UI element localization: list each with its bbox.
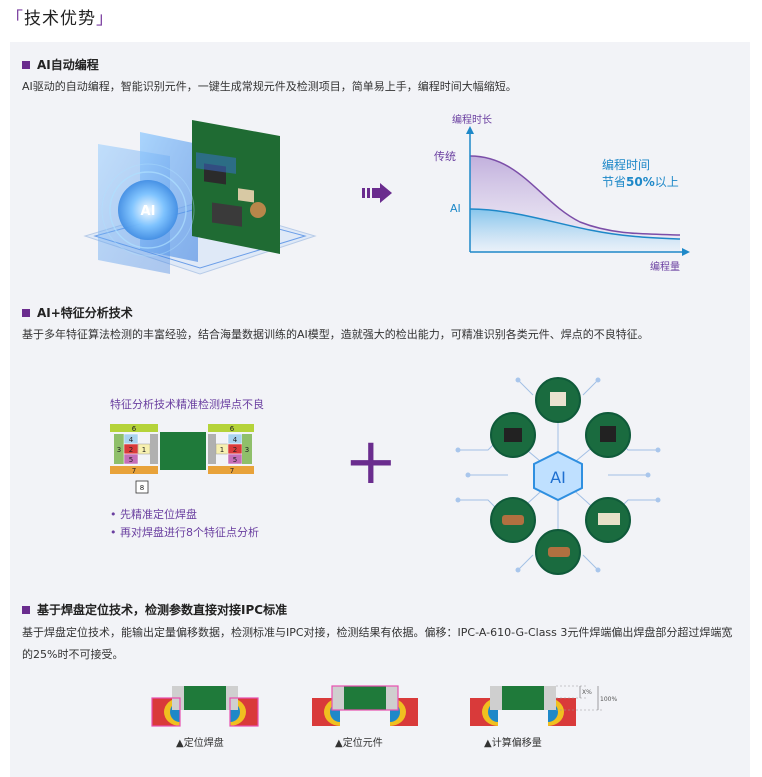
hub-hexagon bbox=[533, 450, 583, 502]
feature-num: 7 bbox=[230, 467, 234, 475]
caption-locate-pad: ▲定位焊盘 bbox=[176, 738, 224, 749]
chart-note-line1: 编程时间 bbox=[602, 157, 650, 172]
ipc-diagram-locate-pad bbox=[151, 686, 259, 727]
feature-bullet-1: • 先精准定位焊盘 bbox=[110, 508, 197, 521]
component-body bbox=[160, 432, 206, 470]
ai-illustration-label: AI bbox=[141, 204, 156, 219]
section-desc-ipc: 基于焊盘定位技术，能输出定量偏移数据，检测标准与IPC对接，检测结果有依据。偏移… bbox=[22, 626, 733, 661]
feature-num: 6 bbox=[230, 425, 235, 433]
feature-num: 3 bbox=[245, 446, 249, 454]
x-axis-label: 编程量 bbox=[650, 260, 680, 273]
section-desc-feature-analysis: 基于多年特征算法检测的丰富经验，结合海量数据训练的AI模型，造就强大的检出能力，… bbox=[22, 328, 649, 341]
pcb-board bbox=[192, 120, 280, 254]
solder-feature-diagram: 6 4 3 2 1 5 7 8 6 4 1 2 3 5 7 bbox=[110, 424, 254, 494]
feature-num: 4 bbox=[129, 436, 134, 444]
bullet-square-icon bbox=[22, 60, 30, 69]
feature-num: 1 bbox=[142, 446, 146, 454]
series-ai-area bbox=[470, 209, 680, 252]
feature-num: 2 bbox=[233, 446, 237, 454]
feature-num: 8 bbox=[140, 484, 144, 492]
section-heading-ai-programming: AI自动编程 bbox=[22, 56, 99, 73]
feature-num: 5 bbox=[129, 456, 133, 464]
ai-programming-illustration: AI bbox=[83, 120, 317, 275]
plus-icon: + bbox=[344, 425, 398, 499]
ipc-diagram-locate-component bbox=[312, 685, 418, 726]
y-axis-label: 编程时长 bbox=[452, 113, 492, 126]
legend-traditional: 传统 bbox=[434, 150, 456, 163]
programming-time-chart: 编程时长 编程量 传统 AI 编程时间 节省50%以上 bbox=[434, 113, 690, 273]
section-heading-feature-analysis: AI+特征分析技术 bbox=[22, 304, 133, 321]
feature-num: 1 bbox=[220, 446, 224, 454]
ai-hub-illustration: AI bbox=[455, 377, 661, 575]
page-title: 「技术优势」 bbox=[6, 9, 114, 29]
bullet-square-icon bbox=[22, 308, 30, 317]
hub-label: AI bbox=[550, 468, 566, 487]
caption-calc-offset: ▲计算偏移量 bbox=[484, 738, 542, 749]
section-desc-ai-programming: AI驱动的自动编程，智能识别元件，一键生成常规元件及检测项目，简单易上手，编程时… bbox=[22, 80, 517, 93]
ipc-diagram-offset: X% 100% bbox=[470, 685, 617, 726]
feature-num: 4 bbox=[233, 436, 238, 444]
arrow-right-icon bbox=[362, 183, 392, 203]
chart-note-line2: 节省50%以上 bbox=[602, 175, 679, 189]
feature-bullet-2: • 再对焊盘进行8个特征点分析 bbox=[110, 526, 259, 539]
content-panel: AI自动编程 AI驱动的自动编程，智能识别元件，一键生成常规元件及检测项目，简单… bbox=[10, 42, 750, 777]
bullet-square-icon bbox=[22, 605, 30, 614]
feature-num: 6 bbox=[132, 425, 137, 433]
legend-ai: AI bbox=[450, 202, 461, 215]
series-traditional-line bbox=[469, 155, 681, 236]
caption-locate-component: ▲定位元件 bbox=[335, 738, 383, 749]
feature-num: 3 bbox=[117, 446, 121, 454]
offset-percent-label: X% bbox=[582, 689, 592, 696]
feature-num: 7 bbox=[132, 467, 136, 475]
feature-num: 5 bbox=[233, 456, 237, 464]
series-ai-line bbox=[469, 208, 681, 240]
section-heading-ipc: 基于焊盘定位技术，检测参数直接对接IPC标准 bbox=[22, 601, 287, 618]
full-width-label: 100% bbox=[600, 696, 617, 703]
feature-num: 2 bbox=[129, 446, 133, 454]
feature-title: 特征分析技术精准检测焊点不良 bbox=[110, 398, 264, 411]
